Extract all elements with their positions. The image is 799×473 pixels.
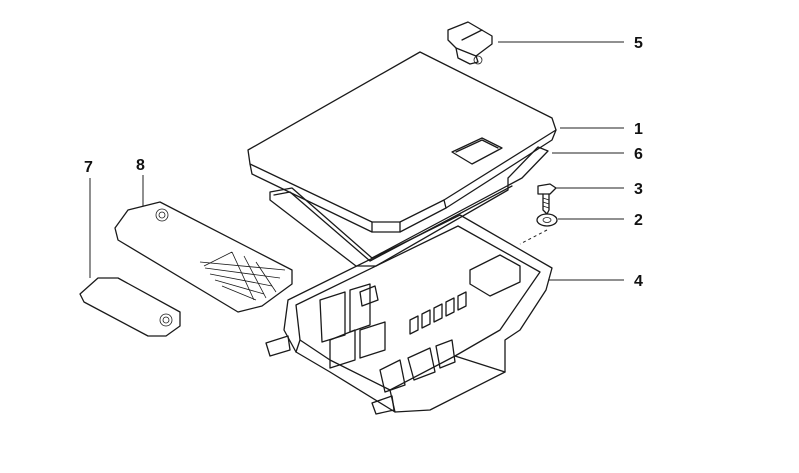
callout-3: 3 [634, 181, 643, 198]
callout-4: 4 [634, 273, 643, 290]
part-gasket [269, 146, 549, 267]
part-washer [519, 213, 558, 245]
part-box-housing [265, 214, 553, 415]
part-clip [447, 21, 493, 65]
part-label-sheet [114, 201, 293, 313]
callout-labels: 1 2 3 4 5 6 7 8 [84, 35, 643, 290]
callout-6: 6 [634, 146, 643, 163]
callout-2: 2 [634, 212, 643, 229]
part-screw [537, 183, 557, 215]
leader-lines [89, 41, 624, 281]
part-small-card [79, 277, 181, 337]
callout-8: 8 [136, 157, 145, 174]
callout-7: 7 [84, 159, 93, 176]
callout-1: 1 [634, 121, 643, 138]
callout-5: 5 [634, 35, 643, 52]
part-lid [247, 51, 557, 233]
